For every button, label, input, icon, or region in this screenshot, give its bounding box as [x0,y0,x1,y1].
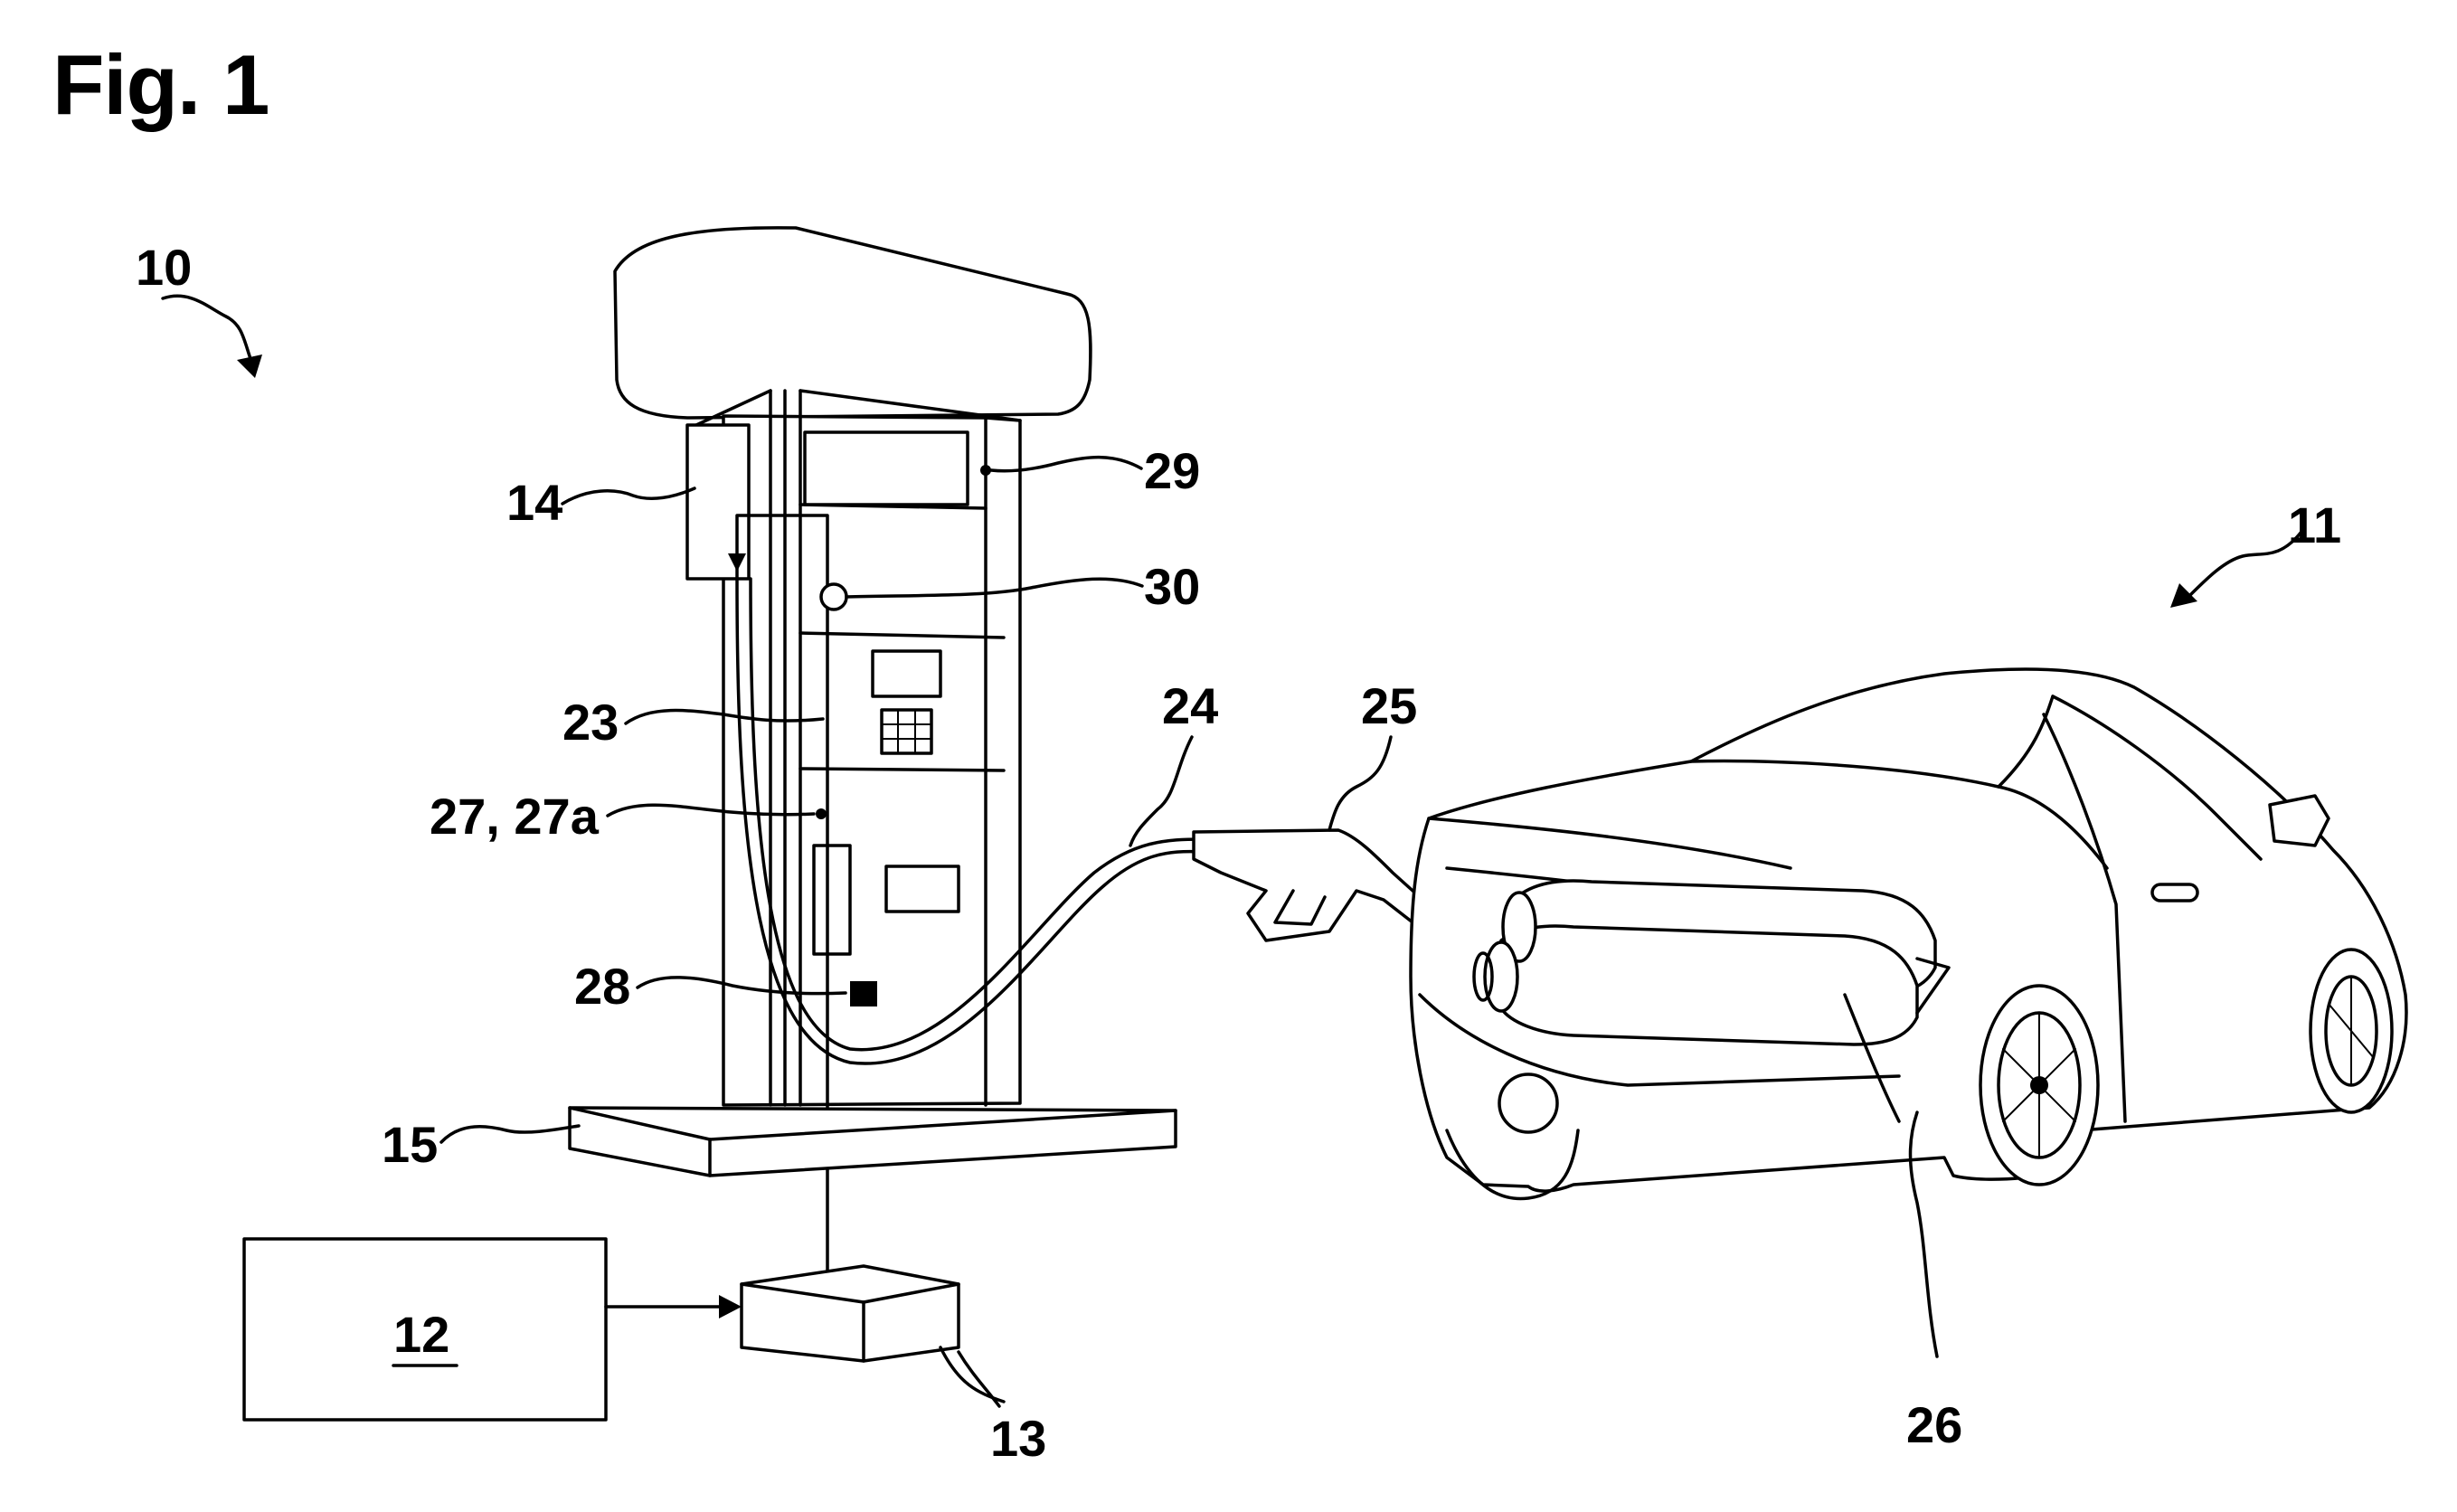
door-handle [2150,883,2199,902]
side-mirror [2268,794,2330,847]
storage-system [242,1237,1006,1422]
price-window [884,865,960,913]
label-25: 25 [1361,677,1417,734]
leader-10 [161,294,255,368]
payment-screen [871,649,942,698]
label-15: 15 [382,1116,438,1173]
label-24: 24 [1162,677,1218,734]
reference-numerals: 10 11 12 13 14 15 23 24 25 26 27, 27a 28… [136,239,2341,1467]
fuel-nozzle-25 [1192,828,1440,942]
leader-23 [624,708,825,725]
sensor-28 [850,981,877,1006]
vehicle-hydrogen-tank-26 [1472,879,1951,1123]
label-23: 23 [562,694,619,751]
leader-26 [1908,1110,1939,1358]
display-window [803,430,969,506]
label-11: 11 [2288,496,2341,553]
leader-27 [606,803,816,817]
vehicle-11 [1409,667,2408,1201]
label-26: 26 [1906,1396,1962,1453]
front-wheel-arch [1445,1129,1580,1201]
leader-14 [561,487,696,506]
sensor-27 [816,808,827,819]
flow-arrow [728,553,746,572]
leader-11 [2187,530,2303,599]
leader-15 [439,1124,581,1144]
leader-24 [1129,735,1194,847]
leader-25 [1328,735,1393,832]
compressor-13 [740,1264,960,1363]
storage-tank-12 [242,1237,608,1422]
dispenser-base [568,1106,1177,1177]
fuel-dispenser [568,226,1177,1336]
keypad [880,708,933,755]
hose-assembly [735,577,1440,1065]
label-10: 10 [136,239,192,296]
label-28: 28 [574,958,630,1015]
leader-29 [989,455,1143,473]
label-12: 12 [393,1306,449,1363]
pressure-sensor-30 [819,582,848,611]
label-30: 30 [1144,558,1200,615]
hose-24 [735,577,1205,1065]
label-29: 29 [1144,442,1200,499]
dispenser-column [722,414,1022,1107]
flow-meter-window [812,844,852,956]
sensor-29 [980,465,991,476]
label-13: 13 [990,1410,1046,1467]
leader-13 [957,1350,1001,1408]
leader-lines [161,294,2303,1408]
dispenser-canopy [613,226,1092,420]
leader-30 [845,577,1144,599]
leader-28 [636,976,847,996]
label-27: 27, 27a [430,788,600,845]
label-14: 14 [506,474,562,531]
internal-gas-line [735,514,829,1336]
figure-title: Fig. 1 [52,37,269,132]
